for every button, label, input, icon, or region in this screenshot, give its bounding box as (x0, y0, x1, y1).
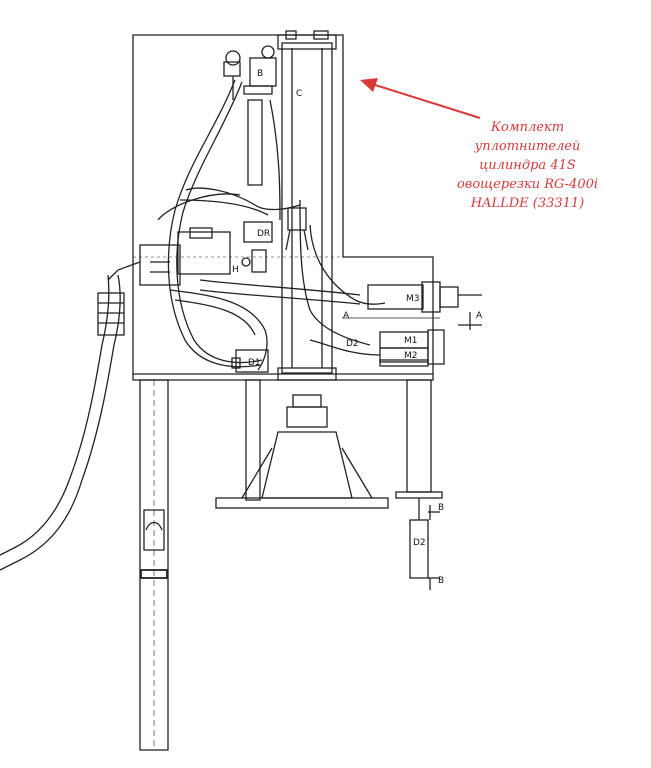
annotation-note: Комплект уплотнителей цилиндра 41S овоще… (440, 118, 615, 213)
label-b-top: B (438, 503, 444, 513)
h-component (177, 231, 231, 275)
label-b: B (257, 69, 263, 79)
annotation-line-3: цилиндра 41S (479, 158, 576, 173)
annotation-line-1: Комплект (490, 120, 565, 135)
label-b-bottom: B (438, 576, 444, 586)
hose-coupling (97, 292, 125, 336)
label-m2: M2 (404, 351, 418, 361)
label-d1: D1 (248, 358, 261, 368)
label-h: H (232, 265, 239, 275)
dr-component (243, 221, 273, 243)
label-c: C (296, 89, 302, 99)
center-shaft (245, 379, 261, 501)
annotation-line-2: уплотнителей (474, 139, 581, 154)
cabinet-outline (132, 34, 434, 381)
label-m1: M1 (404, 336, 418, 346)
annotation-line-4: овощерезки RG-400i (456, 177, 599, 192)
label-d2: D2 (346, 339, 359, 349)
m3-connector (367, 284, 424, 310)
label-a-left: A (343, 311, 350, 321)
label-dr: DR (257, 229, 270, 239)
hose (0, 274, 121, 571)
d1-block (235, 349, 269, 373)
pedestal-base (261, 431, 353, 499)
label-m3: M3 (406, 294, 420, 304)
right-shaft (406, 379, 432, 493)
annotation-line-5: HALLDE (33311) (470, 196, 585, 211)
label-d2-lower: D2 (413, 538, 426, 548)
cylinder-body (281, 42, 333, 374)
label-a-right: A (476, 311, 483, 321)
annotation-arrow (360, 78, 481, 119)
